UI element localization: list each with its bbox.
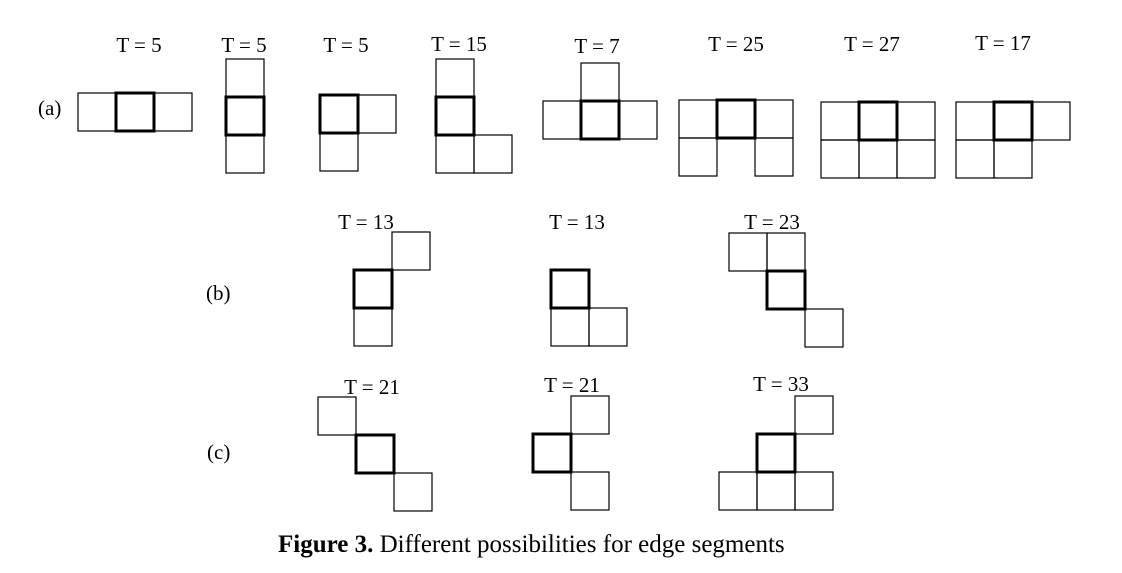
segment-a-5: T = 7: [542, 34, 658, 141]
segments-group: T = 5 T = 5 T = 5 T = 15 T = 7 T = 25 T = 27 T …: [77, 31, 1071, 512]
neighbor-pixel-cell: [754, 99, 794, 139]
neighbor-pixel-cell: [542, 100, 582, 140]
neighbor-pixel-cell: [317, 396, 357, 436]
center-pixel-cell: [549, 268, 591, 310]
center-pixel-cell: [755, 432, 797, 474]
neighbor-pixel-cell: [393, 472, 433, 512]
neighbor-pixel-cell: [588, 307, 628, 347]
segment-c-12: T = 21: [317, 375, 433, 512]
segment-t-label: T = 17: [975, 31, 1031, 55]
neighbor-pixel-cell: [225, 134, 265, 174]
neighbor-pixel-cell: [820, 139, 860, 179]
segment-b-11: T = 23: [728, 210, 844, 348]
neighbor-pixel-cell: [955, 139, 995, 179]
neighbor-pixel-cell: [858, 139, 898, 179]
center-pixel-cell: [715, 98, 757, 140]
segment-t-label: T = 21: [344, 375, 400, 399]
neighbor-pixel-cell: [580, 62, 620, 102]
segment-t-label: T = 15: [431, 32, 487, 56]
segment-t-label: T = 27: [844, 32, 900, 56]
center-pixel-cell: [354, 433, 396, 475]
segment-a-2: T = 5: [221, 33, 267, 174]
neighbor-pixel-cell: [794, 471, 834, 511]
center-pixel-cell: [579, 99, 621, 141]
neighbor-pixel-cell: [896, 139, 936, 179]
neighbor-pixel-cell: [357, 94, 397, 134]
row-label-b: (b): [206, 281, 231, 305]
center-pixel-cell: [114, 91, 156, 133]
center-pixel-cell: [531, 432, 573, 474]
segment-c-14: T = 33: [718, 372, 834, 511]
neighbor-pixel-cell: [1031, 101, 1071, 141]
center-pixel-cell: [992, 100, 1034, 142]
segment-a-6: T = 25: [678, 32, 794, 177]
center-pixel-cell: [318, 93, 360, 135]
caption-number: Figure 3.: [278, 531, 373, 558]
neighbor-pixel-cell: [570, 395, 610, 435]
neighbor-pixel-cell: [678, 99, 718, 139]
center-pixel-cell: [765, 269, 807, 311]
segment-c-13: T = 21: [531, 373, 610, 511]
neighbor-pixel-cell: [993, 139, 1033, 179]
segment-t-label: T = 13: [549, 210, 605, 234]
neighbor-pixel-cell: [473, 134, 513, 174]
neighbor-pixel-cell: [618, 100, 658, 140]
center-pixel-cell: [352, 268, 394, 310]
neighbor-pixel-cell: [754, 137, 794, 177]
neighbor-pixel-cell: [353, 307, 393, 347]
segment-t-label: T = 13: [338, 210, 394, 234]
segment-a-8: T = 17: [955, 31, 1071, 179]
segment-t-label: T = 25: [708, 32, 764, 56]
segment-t-label: T = 21: [544, 373, 600, 397]
neighbor-pixel-cell: [77, 92, 117, 132]
segment-a-1: T = 5: [77, 33, 193, 133]
neighbor-pixel-cell: [728, 232, 768, 272]
neighbor-pixel-cell: [896, 101, 936, 141]
segment-t-label: T = 5: [221, 33, 266, 57]
caption-text: Different possibilities for edge segment…: [373, 531, 784, 558]
neighbor-pixel-cell: [766, 232, 806, 272]
neighbor-pixel-cell: [570, 471, 610, 511]
neighbor-pixel-cell: [955, 101, 995, 141]
segment-t-label: T = 7: [574, 34, 619, 58]
neighbor-pixel-cell: [435, 134, 475, 174]
neighbor-pixel-cell: [225, 58, 265, 98]
segment-a-3: T = 5: [318, 33, 397, 172]
segment-t-label: T = 5: [116, 33, 161, 57]
neighbor-pixel-cell: [435, 58, 475, 98]
center-pixel-cell: [857, 100, 899, 142]
segment-b-10: T = 13: [549, 210, 628, 347]
figure-caption: Figure 3. Different possibilities for ed…: [278, 531, 785, 558]
neighbor-pixel-cell: [678, 137, 718, 177]
segment-a-4: T = 15: [431, 32, 513, 174]
neighbor-pixel-cell: [391, 231, 431, 271]
neighbor-pixel-cell: [718, 471, 758, 511]
neighbor-pixel-cell: [153, 92, 193, 132]
neighbor-pixel-cell: [756, 471, 796, 511]
row-label-c: (c): [207, 440, 230, 464]
neighbor-pixel-cell: [550, 307, 590, 347]
segment-b-9: T = 13: [338, 210, 431, 347]
row-label-a: (a): [38, 96, 61, 120]
segment-t-label: T = 33: [753, 372, 809, 396]
center-pixel-cell: [224, 95, 266, 137]
neighbor-pixel-cell: [319, 132, 359, 172]
neighbor-pixel-cell: [820, 101, 860, 141]
segment-t-label: T = 5: [323, 33, 368, 57]
neighbor-pixel-cell: [794, 395, 834, 435]
neighbor-pixel-cell: [804, 308, 844, 348]
segment-t-label: T = 23: [744, 210, 800, 234]
segment-a-7: T = 27: [820, 32, 936, 179]
center-pixel-cell: [434, 95, 476, 137]
